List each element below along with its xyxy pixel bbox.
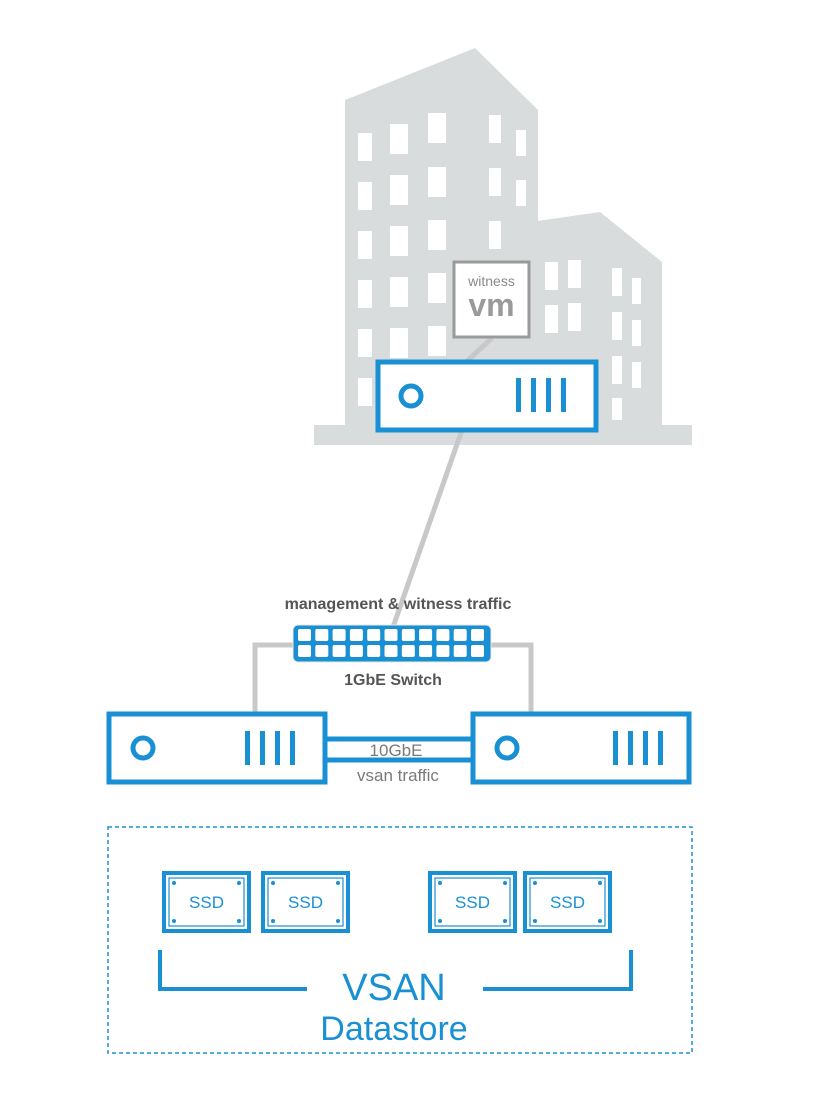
switch-port <box>384 645 398 657</box>
host-server-right[interactable] <box>470 711 692 785</box>
switch-port <box>367 629 381 641</box>
power-led-icon <box>398 383 424 409</box>
switch-top-label: management & witness traffic <box>285 596 512 613</box>
screw-icon <box>503 881 507 885</box>
power-led-icon <box>494 735 520 761</box>
switch-bottom-label: 1GbE Switch <box>344 672 442 689</box>
switch-port <box>315 629 329 641</box>
screw-icon <box>503 919 507 923</box>
screw-icon <box>237 919 241 923</box>
link-traffic-label: vsan traffic <box>357 766 439 785</box>
drive-bays-icon <box>245 731 295 765</box>
screw-icon <box>172 881 176 885</box>
screw-icon <box>438 919 442 923</box>
screw-icon <box>172 919 176 923</box>
ten-gbe-link: 10GbE vsan traffic <box>325 736 473 785</box>
datastore-boundary <box>107 826 693 1054</box>
witness-vm-link <box>464 336 494 364</box>
screw-icon <box>271 881 275 885</box>
ssd-label: SSD <box>550 893 585 912</box>
switch-port <box>419 629 433 641</box>
switch-port <box>436 645 450 657</box>
datastore-subtitle: Datastore <box>320 1010 467 1048</box>
screw-icon <box>271 919 275 923</box>
gigabit-switch[interactable] <box>292 624 492 663</box>
ssd-group: SSD SSD SSD SSD <box>162 871 612 933</box>
screw-icon <box>598 881 602 885</box>
witness-vm-box[interactable]: witness vm <box>452 260 531 339</box>
drive-bays-icon <box>516 378 566 412</box>
host-server-left[interactable] <box>106 711 328 785</box>
datastore-bracket <box>158 950 633 991</box>
ssd-disk[interactable]: SSD <box>261 871 350 933</box>
switch-port <box>471 629 484 641</box>
switch-port <box>453 645 467 657</box>
witness-label: witness <box>467 273 515 289</box>
ssd-label: SSD <box>189 893 224 912</box>
switch-port <box>453 629 467 641</box>
ssd-disk[interactable]: SSD <box>523 871 612 933</box>
switch-port <box>401 645 415 657</box>
screw-icon <box>336 881 340 885</box>
switch-port <box>332 629 346 641</box>
ssd-label: SSD <box>288 893 323 912</box>
screw-icon <box>336 919 340 923</box>
switch-port <box>367 645 381 657</box>
switch-port <box>349 645 363 657</box>
switch-port <box>419 645 433 657</box>
screw-icon <box>598 919 602 923</box>
switch-to-right-host-cable <box>490 642 534 714</box>
switch-port <box>436 629 450 641</box>
switch-port <box>298 629 311 641</box>
switch-port <box>401 629 415 641</box>
switch-port <box>315 645 329 657</box>
vm-label: vm <box>468 287 514 323</box>
screw-icon <box>237 881 241 885</box>
datastore-title: VSAN <box>342 967 445 1009</box>
switch-ports <box>298 629 484 657</box>
screw-icon <box>438 881 442 885</box>
switch-port <box>384 629 398 641</box>
link-speed-label: 10GbE <box>370 741 423 760</box>
screw-icon <box>533 919 537 923</box>
ssd-label: SSD <box>455 893 490 912</box>
power-led-icon <box>130 735 156 761</box>
cables <box>252 336 534 714</box>
switch-port <box>332 645 346 657</box>
switch-to-left-host-cable <box>252 642 296 714</box>
screw-icon <box>533 881 537 885</box>
witness-host-server[interactable] <box>375 359 599 433</box>
switch-port <box>349 629 363 641</box>
switch-port <box>298 645 311 657</box>
switch-port <box>471 645 484 657</box>
witness-to-switch-cable <box>389 429 465 631</box>
ssd-disk[interactable]: SSD <box>428 871 517 933</box>
drive-bays-icon <box>613 731 663 765</box>
ssd-disk[interactable]: SSD <box>162 871 251 933</box>
